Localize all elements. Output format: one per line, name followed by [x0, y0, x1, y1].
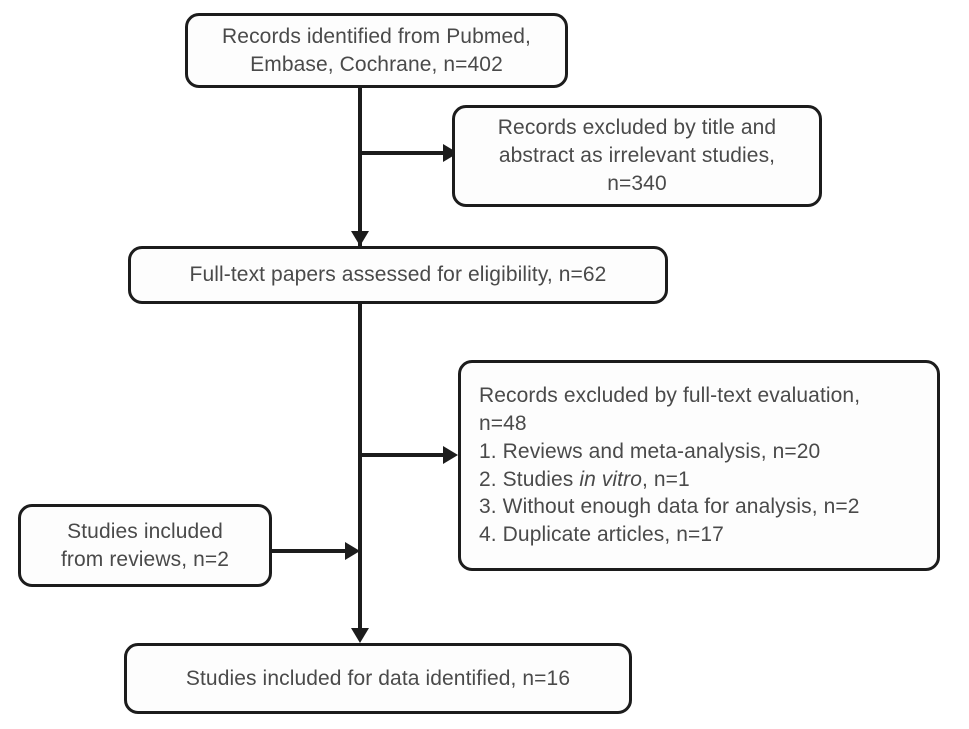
included-from-reviews-line-1: Studies included [67, 519, 223, 543]
merge-from-reviews-box [272, 549, 347, 553]
arrow-to-fulltext-box [351, 231, 369, 246]
branch-to-title-abstract-exclusion [358, 151, 445, 155]
excluded-fulltext-reason-2-prefix: 2. Studies [479, 467, 580, 491]
excluded-fulltext-line-2: n=48 [479, 412, 527, 436]
excluded-title-abstract-line-1: Records excluded by title and [497, 116, 777, 140]
branch-to-fulltext-arrowhead [443, 446, 458, 464]
excluded-fulltext-line-1: Records excluded by full-text evaluation… [479, 384, 861, 408]
box-excluded-fulltext: Records excluded by full-text evaluation… [458, 360, 940, 571]
excluded-fulltext-reason-1: 1. Reviews and meta-analysis, n=20 [479, 439, 821, 463]
excluded-fulltext-reason-2-italic: in vitro [579, 467, 642, 491]
box-fulltext-assessed: Full-text papers assessed for eligibilit… [128, 246, 668, 304]
excluded-fulltext-reason-2: 2. Studies in vitro, n=1 [479, 466, 690, 494]
fulltext-assessed-line-1: Full-text papers assessed for eligibilit… [189, 263, 607, 287]
included-final-line-1: Studies included for data identified, n=… [185, 666, 571, 690]
box-included-final: Studies included for data identified, n=… [124, 643, 632, 714]
main-vertical-flow-line [358, 87, 362, 628]
excluded-fulltext-reason-2-suffix: , n=1 [641, 467, 690, 491]
merge-from-reviews-arrowhead [345, 542, 360, 560]
records-identified-line-2: Embase, Cochrane, n=402 [250, 52, 503, 76]
excluded-title-abstract-line-3: n=340 [607, 171, 667, 195]
box-included-from-reviews: Studies included from reviews, n=2 [18, 504, 272, 587]
excluded-title-abstract-line-2: abstract as irrelevant studies, [498, 144, 776, 168]
arrow-to-final-included-box [351, 628, 369, 643]
box-excluded-title-abstract: Records excluded by title and abstract a… [452, 105, 822, 207]
excluded-fulltext-reason-4: 4. Duplicate articles, n=17 [479, 522, 724, 546]
box-records-identified: Records identified from Pubmed, Embase, … [185, 13, 568, 88]
excluded-fulltext-reason-3: 3. Without enough data for analysis, n=2 [479, 495, 860, 519]
included-from-reviews-line-2: from reviews, n=2 [60, 547, 229, 571]
branch-to-fulltext-exclusion [358, 453, 445, 457]
records-identified-line-1: Records identified from Pubmed, [222, 24, 531, 48]
